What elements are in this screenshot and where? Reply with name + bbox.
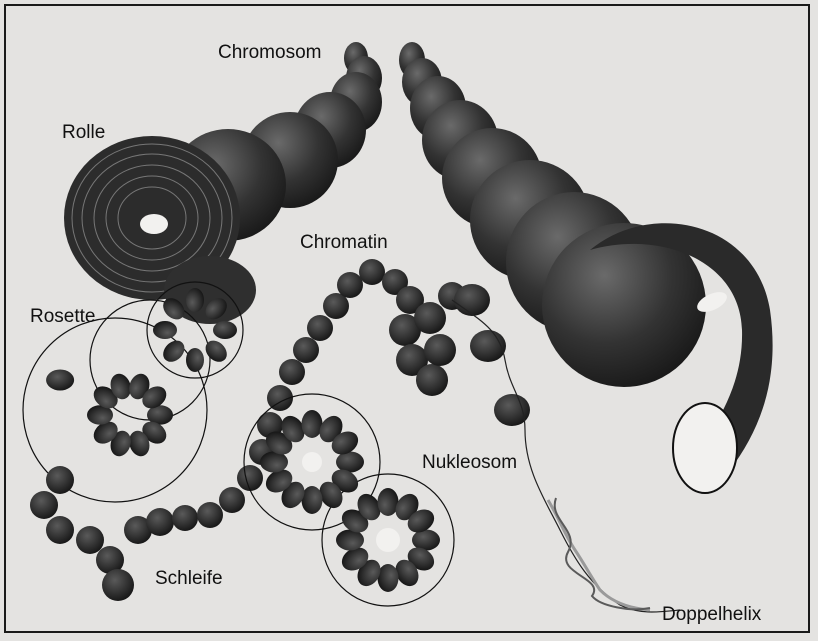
- rosette-bead: [336, 530, 364, 551]
- label-schleife: Schleife: [155, 568, 223, 590]
- rosette-bead: [412, 530, 440, 551]
- label-nukleosom: Nukleosom: [422, 452, 517, 474]
- rosette-bead: [159, 336, 189, 366]
- label-rosette: Rosette: [30, 306, 95, 328]
- label-doppelhelix: Doppelhelix: [662, 604, 761, 626]
- rosette-bead: [213, 321, 237, 339]
- rosette-bead: [378, 488, 399, 516]
- nukleosom-beads: [454, 284, 530, 426]
- chromatid-left: [64, 42, 382, 324]
- rosette-bead: [201, 336, 231, 366]
- chromatid-right: [399, 42, 773, 493]
- rosette-bead: [186, 288, 204, 312]
- rosette-bead: [302, 410, 323, 438]
- label-rolle: Rolle: [62, 122, 105, 144]
- label-chromatin: Chromatin: [300, 232, 388, 254]
- doppelhelix-strand: [548, 498, 650, 610]
- label-chromosom: Chromosom: [218, 42, 321, 64]
- rosette-bead: [186, 348, 204, 372]
- rosette-bead: [336, 452, 364, 473]
- rosette-bead: [302, 486, 323, 514]
- rosette-bead: [378, 564, 399, 592]
- rosette-bead: [46, 370, 74, 391]
- rosette-bead: [260, 452, 288, 473]
- rosette-bead: [153, 321, 177, 339]
